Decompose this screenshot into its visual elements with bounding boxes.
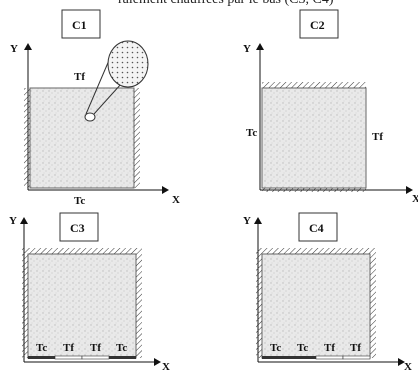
c4-seg-3-label: Tf [324,342,335,354]
c4-top-wall-hatch [262,248,370,254]
panel-c2-label-box [299,9,339,39]
panel-c1-label-box [61,9,101,39]
c2-right-temp-label: Tf [372,131,383,143]
c4-right-wall-hatch [370,248,376,358]
c3-seg-3-bar [81,355,110,360]
c4-seg-1-bar [262,356,289,359]
c3-seg-4-bar [109,356,136,359]
c4-seg-3-bar [315,355,344,360]
c1-zoom-inset [107,40,149,88]
c4-seg-1-label: Tc [270,342,281,354]
c2-domain [261,87,367,189]
c4-seg-2-bar [289,356,316,359]
c1-zoom-origin [84,112,96,122]
c3-y-label: Y [9,215,17,227]
panel-c1: C1 Y X Tf Tc [10,9,180,207]
c3-seg-3-label: Tf [90,342,101,354]
panel-c3-label: C3 [70,221,85,235]
c1-right-wall-hatch [134,88,140,188]
panel-c3-label-box [59,212,99,242]
c1-bottom-temp-label: Tc [74,195,85,207]
c1-x-label: X [172,194,180,206]
c4-domain [261,253,371,359]
c3-x-label: X [162,361,170,371]
panel-c4-label: C4 [309,221,324,235]
c1-y-label: Y [10,43,18,55]
c3-seg-2-label: Tf [63,342,74,354]
c3-seg-1-label: Tc [36,342,47,354]
panel-c4-label-box [298,212,338,242]
c3-seg-2-bar [54,355,83,360]
c4-seg-4-bar [342,355,371,360]
c3-seg-1-bar [28,356,55,359]
c4-seg-2-label: Tc [297,342,308,354]
c4-y-label: Y [243,215,251,227]
c1-zoom-line-left [85,57,111,115]
panel-c4: C4 Y X Tc Tc Tf Tf [243,212,412,371]
c3-right-wall-hatch [136,248,142,358]
c2-y-label: Y [243,43,251,55]
panel-c3: C3 Y X Tc Tf Tf Tc [9,212,170,371]
c1-top-temp-label: Tf [74,71,85,83]
panel-c2-label: C2 [310,18,325,32]
c2-bottom-wall-hatch [262,188,366,192]
c2-left-temp-label: Tc [246,127,257,139]
c2-top-wall-hatch [262,82,366,88]
c2-x-label: X [412,193,418,205]
c4-x-label: X [404,361,412,371]
c4-left-wall-hatch [256,248,262,358]
c3-top-wall-hatch [28,248,136,254]
panel-c1-label: C1 [72,18,87,32]
c4-seg-4-label: Tf [350,342,361,354]
header-caption-fragment: ralement chauffées par le bas (C3, C4) [118,0,334,8]
c3-seg-4-label: Tc [116,342,127,354]
panel-c2: C2 Y X Tc Tf [243,9,418,205]
c1-left-wall-hatch [24,88,30,188]
c3-left-wall-hatch [22,248,28,358]
c1-domain [29,87,135,189]
